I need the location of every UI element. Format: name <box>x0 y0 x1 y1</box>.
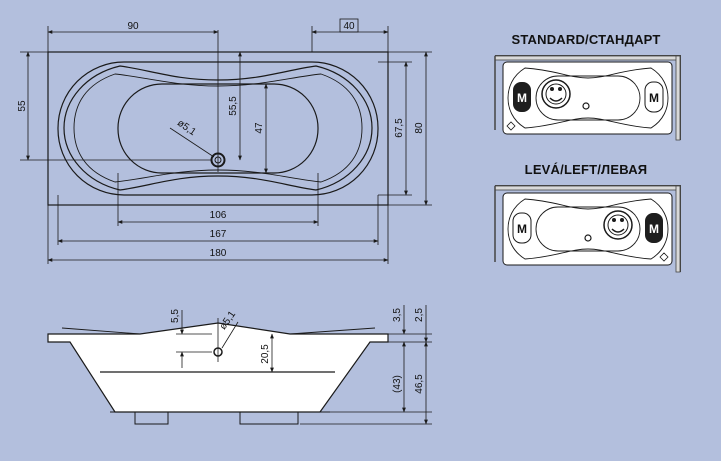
standard-control-label: M <box>649 91 659 105</box>
left-control-label: M <box>517 222 527 236</box>
dim-40: 40 <box>343 21 355 32</box>
diameter-leader <box>169 127 215 158</box>
dim-180: 180 <box>210 248 227 259</box>
dim-55: 55 <box>17 100 28 112</box>
dim-2-5: 2,5 <box>414 308 425 322</box>
drain-icon <box>584 234 592 242</box>
dim-20-5: 20,5 <box>260 344 271 364</box>
dim-43: (43) <box>392 375 403 393</box>
standard-motor-label: M <box>517 91 527 105</box>
dim-46-5: 46,5 <box>414 374 425 394</box>
variant-left: M M <box>494 185 681 273</box>
tub-inner-contour <box>63 65 373 191</box>
motor-badge-icon <box>645 213 663 243</box>
dim-90: 90 <box>127 21 139 32</box>
left-motor-label: M <box>649 222 659 236</box>
dim-106: 106 <box>210 210 227 221</box>
variant-left-title: LEVÁ/LEFT/ЛЕВАЯ <box>525 162 648 177</box>
dim-167: 167 <box>210 229 227 240</box>
dim-67-5: 67,5 <box>394 118 405 138</box>
tub-side-profile <box>47 322 389 413</box>
variant-standard: M M <box>494 55 681 141</box>
dim-5-5: 5,5 <box>170 309 181 323</box>
side-view-dimensions <box>176 305 432 425</box>
side-view <box>47 318 389 425</box>
dim-3-5: 3,5 <box>392 308 403 322</box>
drain-icon <box>582 102 590 110</box>
top-view-dimensions <box>20 26 432 264</box>
variant-standard-title: STANDARD/СТАНДАРТ <box>511 32 660 47</box>
dim-80: 80 <box>414 122 425 134</box>
side-drain-icon <box>213 347 223 357</box>
dim-55-5: 55,5 <box>228 96 239 116</box>
motor-badge-icon <box>513 82 531 112</box>
top-view <box>47 30 389 206</box>
tub-rim-top <box>61 327 376 335</box>
tub-feet <box>134 412 299 425</box>
dim-47: 47 <box>254 122 265 134</box>
